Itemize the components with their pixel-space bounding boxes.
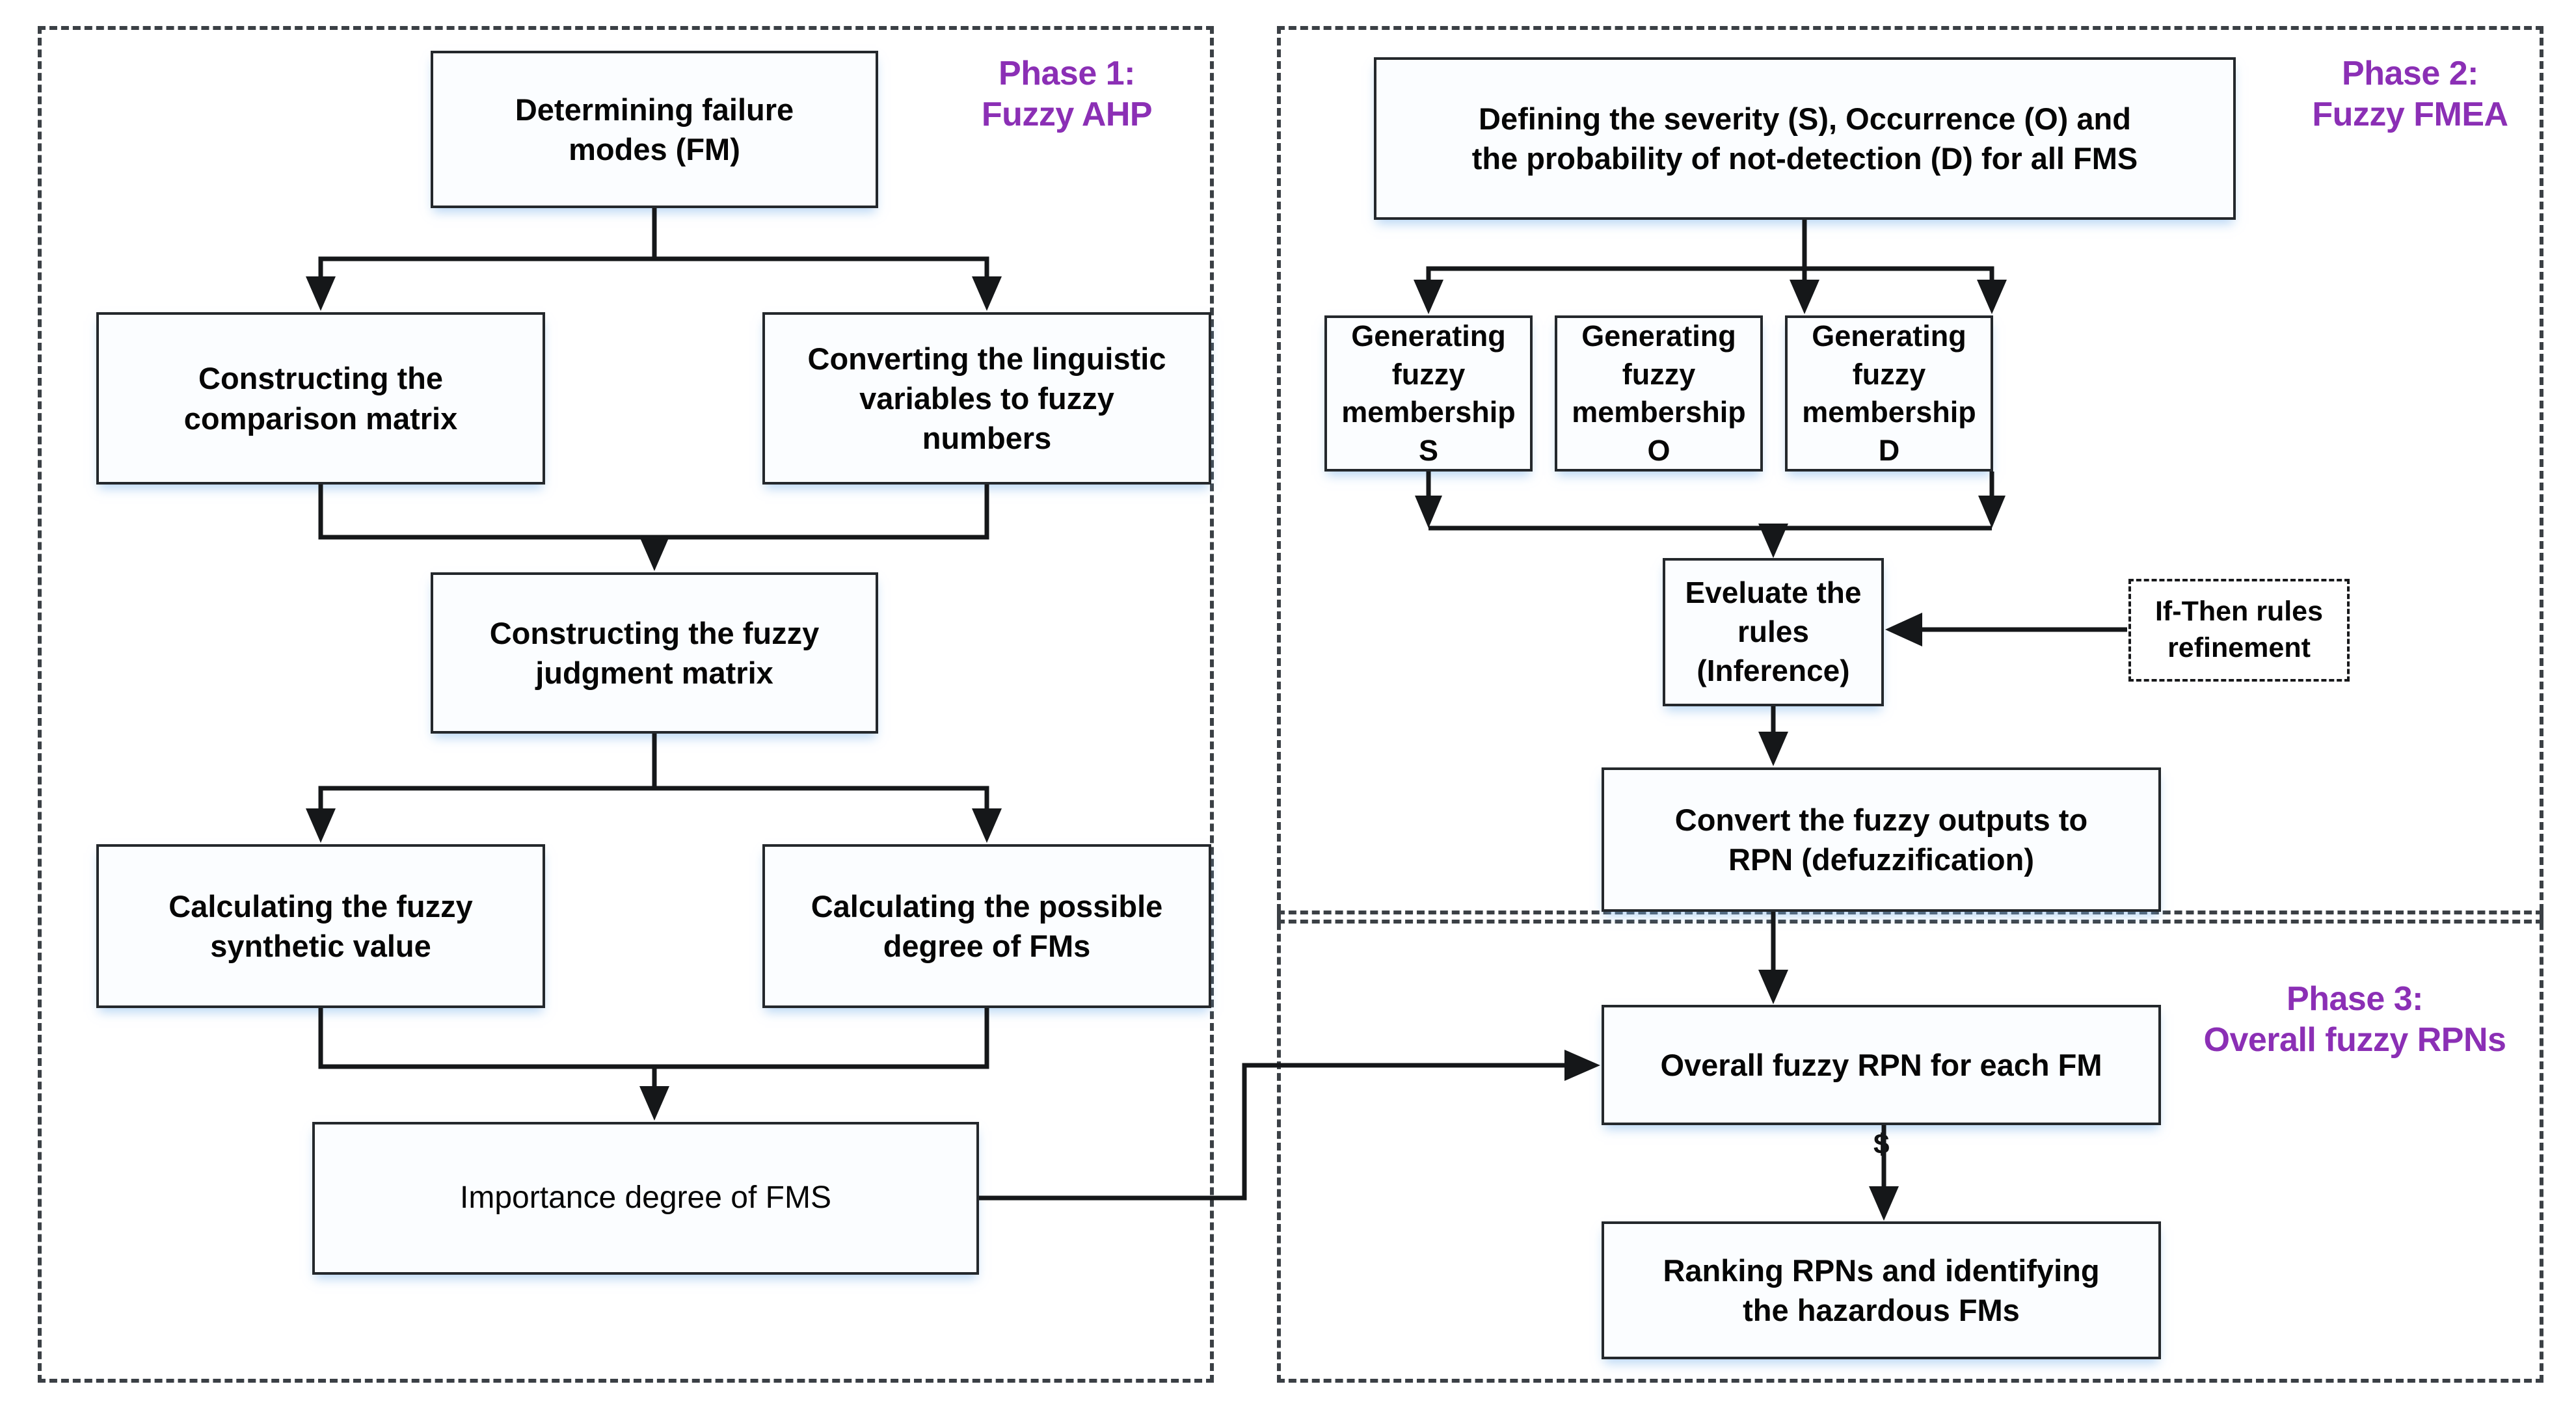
- node-importance-degree-label: Importance degree of FMS: [460, 1180, 831, 1216]
- phase-1-container: [38, 26, 1214, 1383]
- node-constructing-fuzzy-judgment-matrix[interactable]: Constructing the fuzzy judgment matrix: [431, 572, 878, 734]
- node-membership-s[interactable]: Generating fuzzy membership S: [1324, 315, 1533, 472]
- connector-artifact-glyph: $: [1873, 1128, 1890, 1160]
- node-membership-d[interactable]: Generating fuzzy membership D: [1785, 315, 1993, 472]
- node-determining-failure-modes-label: Determining failure modes (FM): [515, 92, 794, 166]
- node-membership-o[interactable]: Generating fuzzy membership O: [1555, 315, 1763, 472]
- node-constructing-fuzzy-judgment-matrix-label: Constructing the fuzzy judgment matrix: [489, 615, 820, 690]
- node-converting-linguistic-variables[interactable]: Converting the linguistic variables to f…: [762, 312, 1211, 485]
- node-converting-linguistic-variables-label: Converting the linguistic variables to f…: [807, 341, 1166, 456]
- node-convert-outputs-to-rpn[interactable]: Convert the fuzzy outputs to RPN (defuzz…: [1602, 767, 2161, 912]
- node-convert-outputs-to-rpn-label: Convert the fuzzy outputs to RPN (defuzz…: [1674, 802, 2088, 877]
- node-evaluate-rules-label: Eveluate the rules (Inference): [1685, 576, 1862, 687]
- phase-2-title: Phase 2: Fuzzy FMEA: [2312, 55, 2508, 134]
- node-if-then-rules-refinement[interactable]: If-Then rules refinement: [2128, 579, 2350, 682]
- node-determining-failure-modes[interactable]: Determining failure modes (FM): [431, 51, 878, 208]
- node-if-then-rules-refinement-label: If-Then rules refinement: [2154, 596, 2324, 663]
- node-overall-fuzzy-rpn-label: Overall fuzzy RPN for each FM: [1660, 1047, 2102, 1082]
- node-calculating-possible-degree[interactable]: Calculating the possible degree of FMs: [762, 844, 1211, 1008]
- node-membership-s-label: Generating fuzzy membership S: [1341, 319, 1516, 467]
- node-overall-fuzzy-rpn[interactable]: Overall fuzzy RPN for each FM: [1602, 1005, 2161, 1125]
- node-importance-degree[interactable]: Importance degree of FMS: [312, 1122, 979, 1275]
- node-calculating-fuzzy-synthetic-value-label: Calculating the fuzzy synthetic value: [168, 888, 473, 963]
- node-calculating-fuzzy-synthetic-value[interactable]: Calculating the fuzzy synthetic value: [96, 844, 545, 1008]
- node-defining-severity-occurrence-detection[interactable]: Defining the severity (S), Occurrence (O…: [1374, 57, 2236, 220]
- node-membership-o-label: Generating fuzzy membership O: [1572, 319, 1746, 467]
- node-ranking-rpns-label: Ranking RPNs and identifying the hazardo…: [1663, 1253, 2100, 1327]
- node-calculating-possible-degree-label: Calculating the possible degree of FMs: [811, 888, 1163, 963]
- node-membership-d-label: Generating fuzzy membership D: [1802, 319, 1976, 467]
- node-constructing-comparison-matrix-label: Constructing the comparison matrix: [183, 361, 458, 436]
- phase-2-container: [1277, 26, 2543, 924]
- phase-3-title: Phase 3: Overall fuzzy RPNs: [2203, 980, 2506, 1059]
- node-ranking-rpns[interactable]: Ranking RPNs and identifying the hazardo…: [1602, 1221, 2161, 1359]
- node-evaluate-rules[interactable]: Eveluate the rules (Inference): [1663, 558, 1884, 706]
- node-constructing-comparison-matrix[interactable]: Constructing the comparison matrix: [96, 312, 545, 485]
- node-defining-severity-occurrence-detection-label: Defining the severity (S), Occurrence (O…: [1471, 101, 2138, 176]
- phase-1-title: Phase 1: Fuzzy AHP: [981, 55, 1153, 134]
